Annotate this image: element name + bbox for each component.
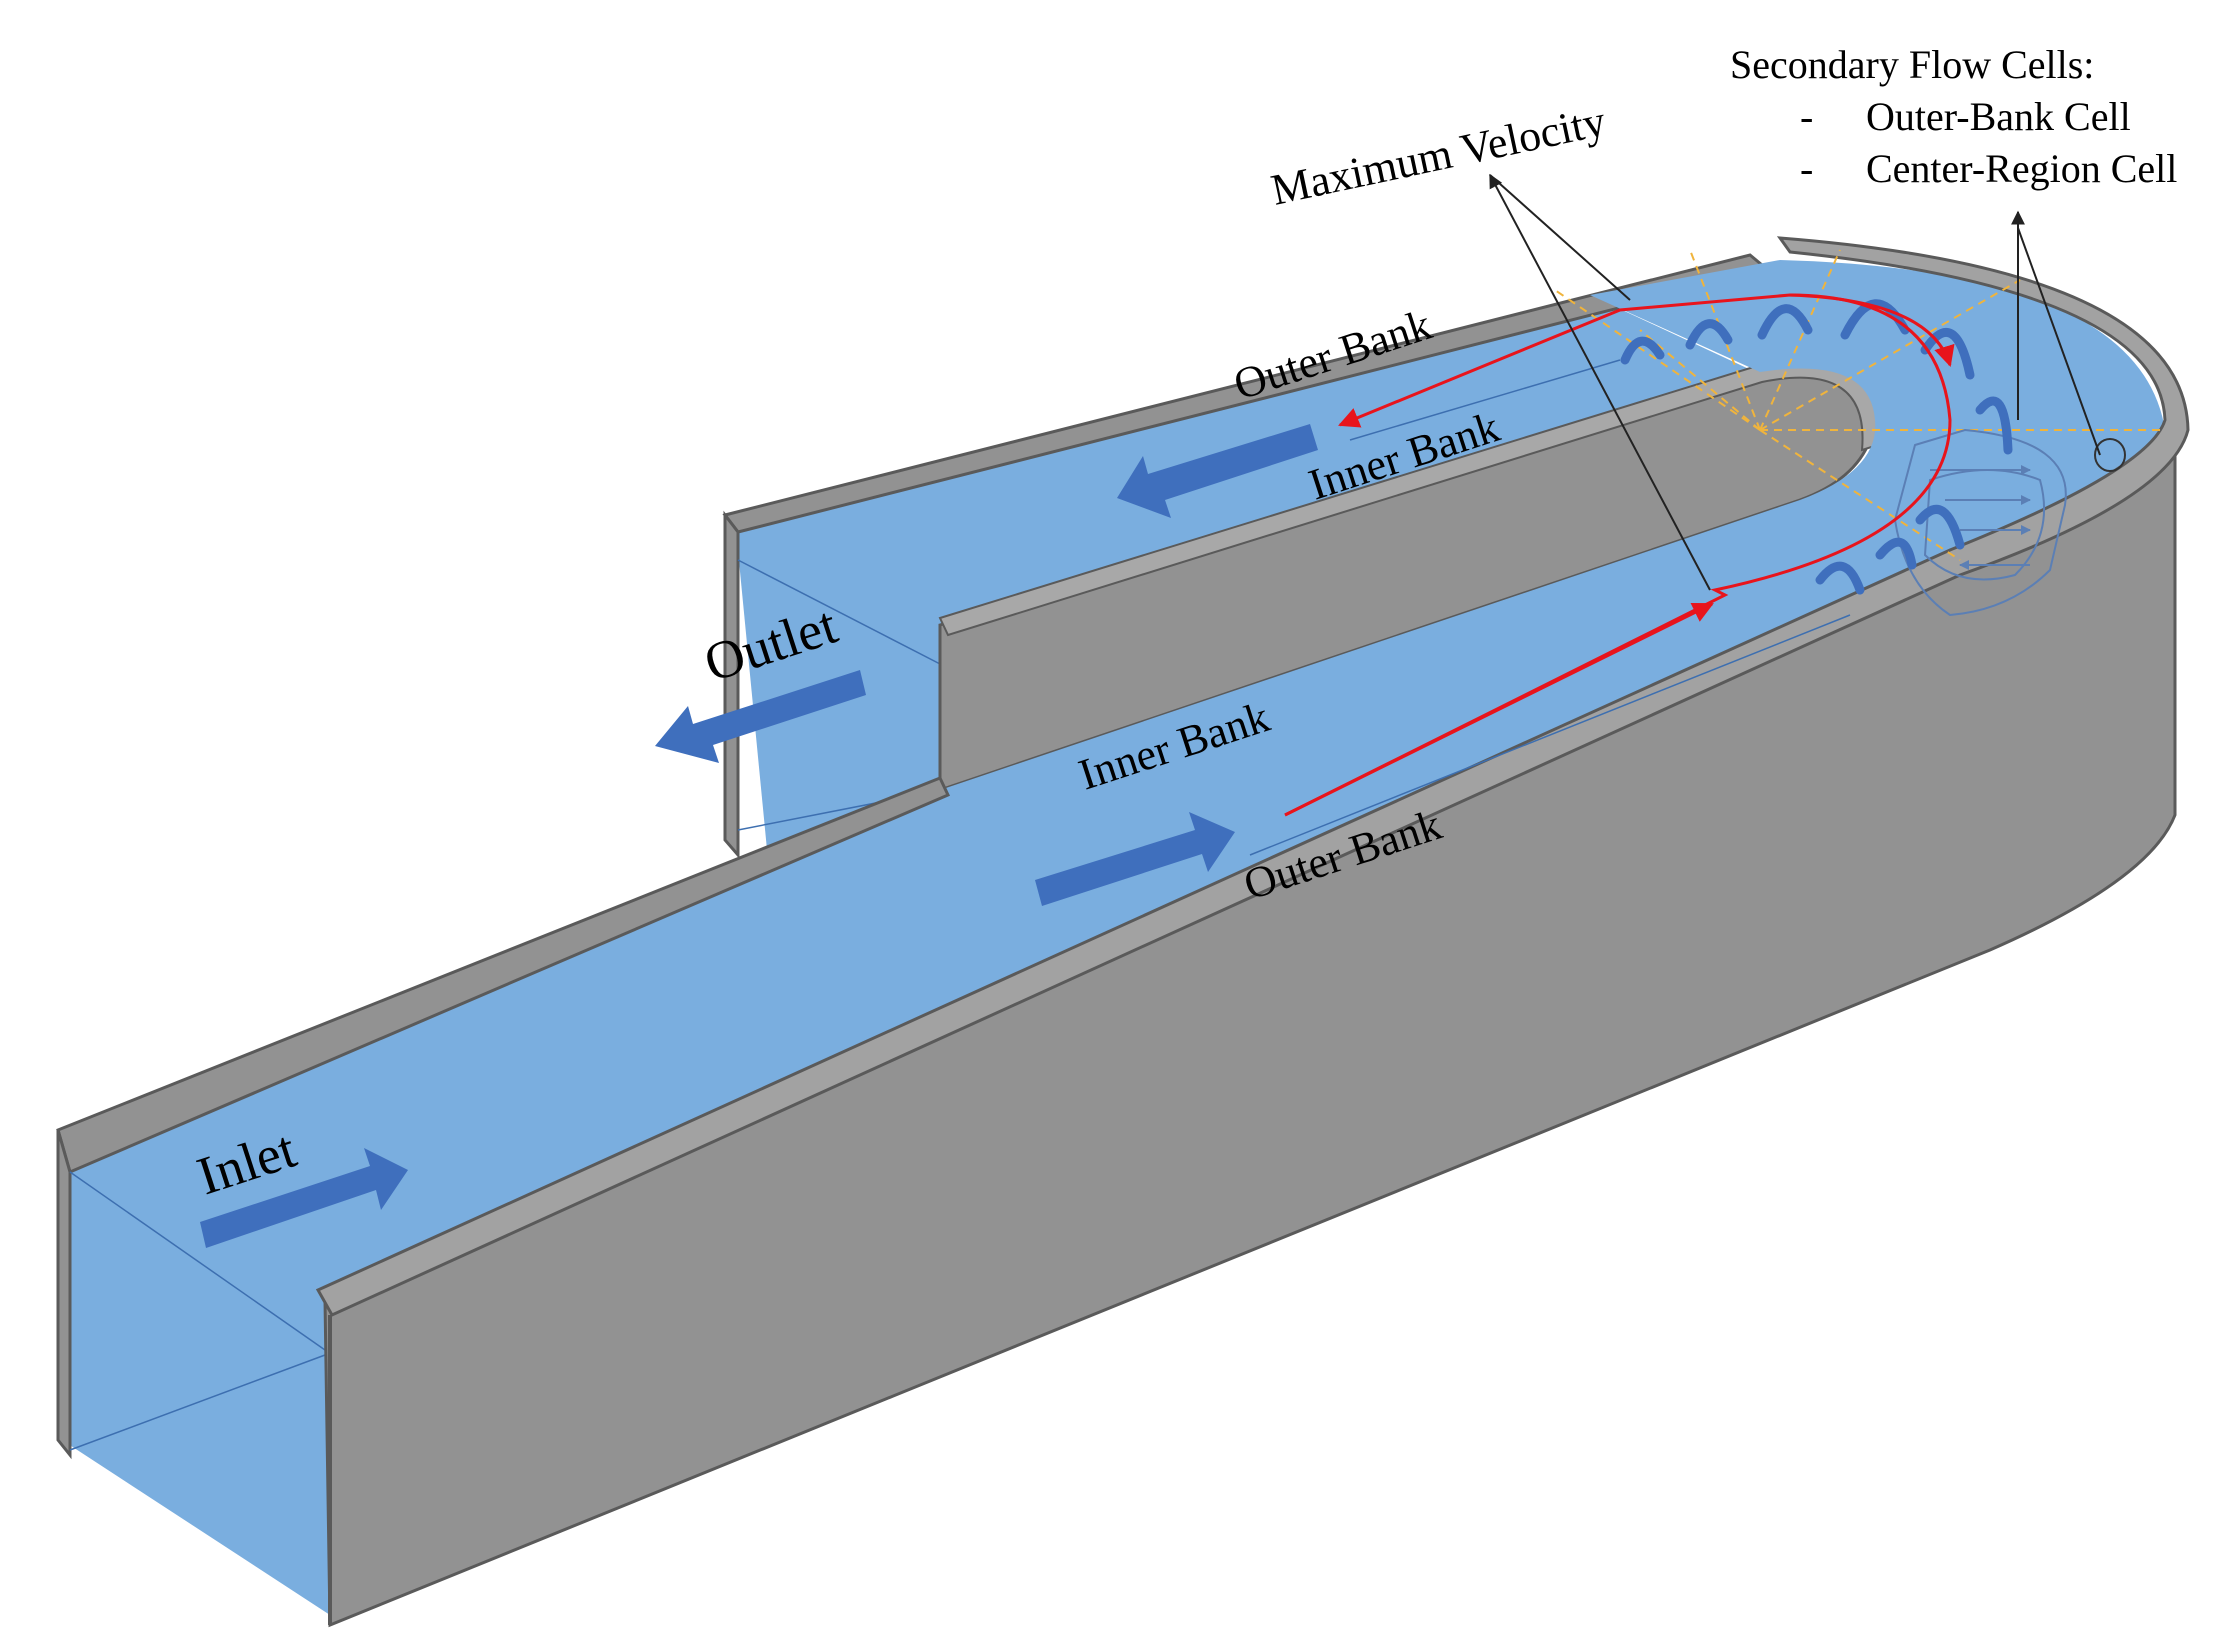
outer-wall-top-rim: [315, 236, 2190, 1317]
legend-title: Secondary Flow Cells:: [1730, 42, 2094, 87]
legend-item-center-region-cell: Center-Region Cell: [1866, 146, 2177, 191]
outlet-flow-arrow: [655, 670, 866, 763]
max-velocity-leaders: [1489, 173, 1711, 591]
inlet-section-line-2: [69, 1354, 326, 1451]
max-velocity-arrow-lower: [1284, 602, 1714, 817]
secondary-flow-curls: [1620, 299, 2013, 595]
lower-channel-line: [1249, 614, 1851, 856]
flow-arrows: [200, 424, 1318, 1248]
inlet-flow-arrow: [200, 1148, 408, 1248]
maximum-velocity-label: Maximum Velocity: [1267, 96, 1610, 215]
upper-flow-arrow: [1117, 424, 1318, 518]
outlet-section-line-1: [737, 559, 943, 666]
mid-flow-arrow: [1035, 812, 1235, 906]
secondary-cell-leaders: [2011, 210, 2101, 456]
legend-item-outer-bank-cell: Outer-Bank Cell: [1866, 94, 2131, 139]
max-velocity-arrow-bend: [1789, 293, 1955, 368]
secondary-flow-legend: Secondary Flow Cells: - Outer-Bank Cell …: [1730, 42, 2177, 191]
inlet-left-wall: [56, 1129, 72, 1460]
center-region-cell: [1893, 428, 2126, 617]
inlet-section-line-1: [69, 1171, 326, 1351]
upper-channel-line: [1349, 359, 1621, 441]
legend-bullet-1: -: [1800, 94, 1813, 139]
legend-bullet-2: -: [1800, 146, 1813, 191]
